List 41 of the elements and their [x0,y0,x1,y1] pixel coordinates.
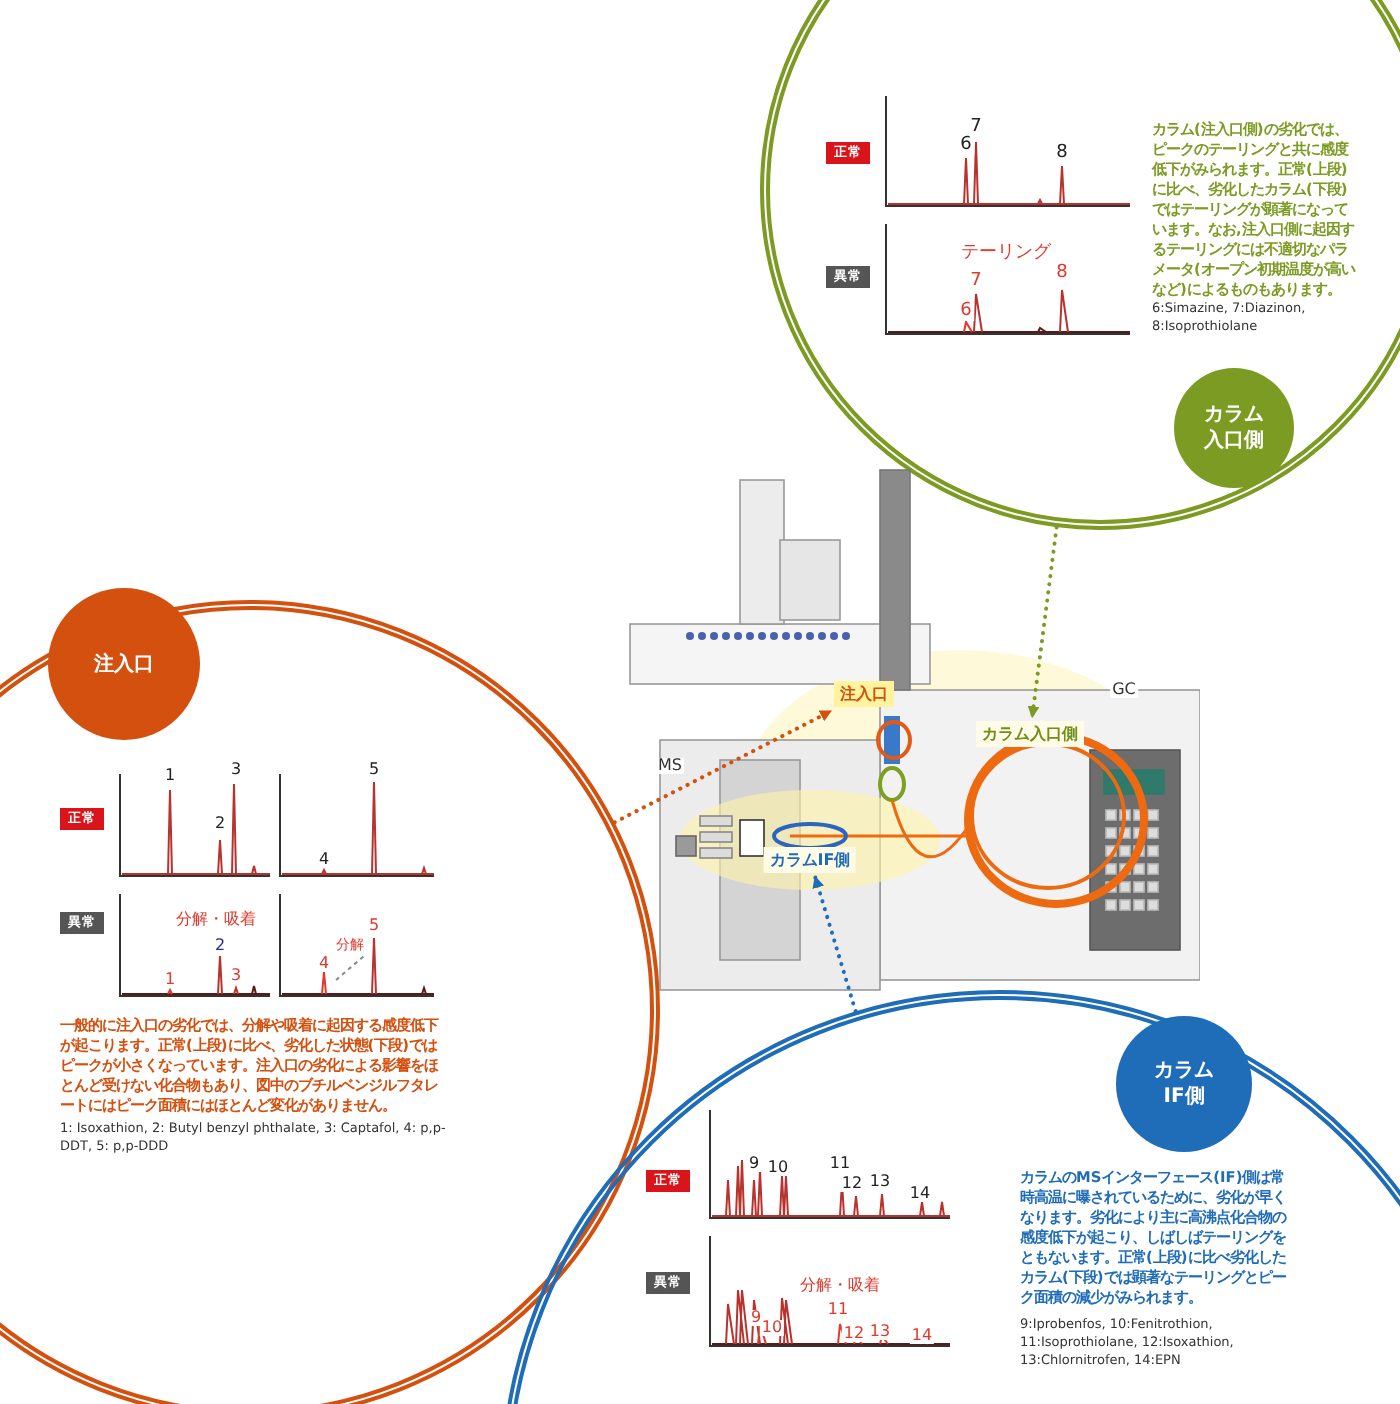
peak-number: 1 [162,972,178,988]
peak-number: 10 [759,1320,785,1336]
instrument-label: MS [656,758,684,774]
peak-number: 11 [827,1156,853,1172]
peak-number: 2 [212,938,228,954]
peak-number: 9 [746,1156,762,1172]
peak-number: 5 [366,918,382,934]
chromatogram-annotation: テーリング [959,245,1053,263]
instrument-label: GC [1110,682,1138,698]
peak-number: 14 [907,1186,933,1202]
peak-number: 8 [1054,145,1070,163]
peak-number: 11 [825,1302,851,1318]
peak-number: 5 [366,762,382,778]
peak-number: 13 [867,1324,893,1340]
title-badge: 注入口 [48,588,200,740]
peak-number: 7 [968,119,984,137]
peak-number: 4 [316,852,332,868]
callout-label: カラムIF側 [763,847,857,873]
peak-number: 12 [839,1176,865,1192]
callout-label: 注入口 [834,681,894,707]
chromatogram-annotation: 分解・吸着 [798,1278,882,1294]
peak-number: 3 [228,762,244,778]
peak-number: 6 [958,137,974,155]
peak-number: 3 [228,968,244,984]
dotted-arrow [612,709,833,825]
callout-label: カラム入口側 [976,721,1084,747]
peak-number: 12 [841,1326,867,1342]
peak-number: 2 [212,816,228,832]
dotted-arrow [812,875,858,1014]
title-badge: カラムIF側 [1116,1016,1252,1152]
peak-number: 7 [968,273,984,291]
peak-number: 14 [909,1328,935,1344]
title-badge: カラム入口側 [1174,368,1294,488]
peak-number: 10 [765,1160,791,1176]
peak-number: 6 [958,303,974,321]
peak-number: 1 [162,768,178,784]
chromatogram-annotation: 分解・吸着 [174,912,258,928]
peak-number: 13 [867,1174,893,1190]
dotted-arrow [1027,525,1059,719]
peak-number: 4 [316,956,332,972]
peak-number: 8 [1054,265,1070,283]
